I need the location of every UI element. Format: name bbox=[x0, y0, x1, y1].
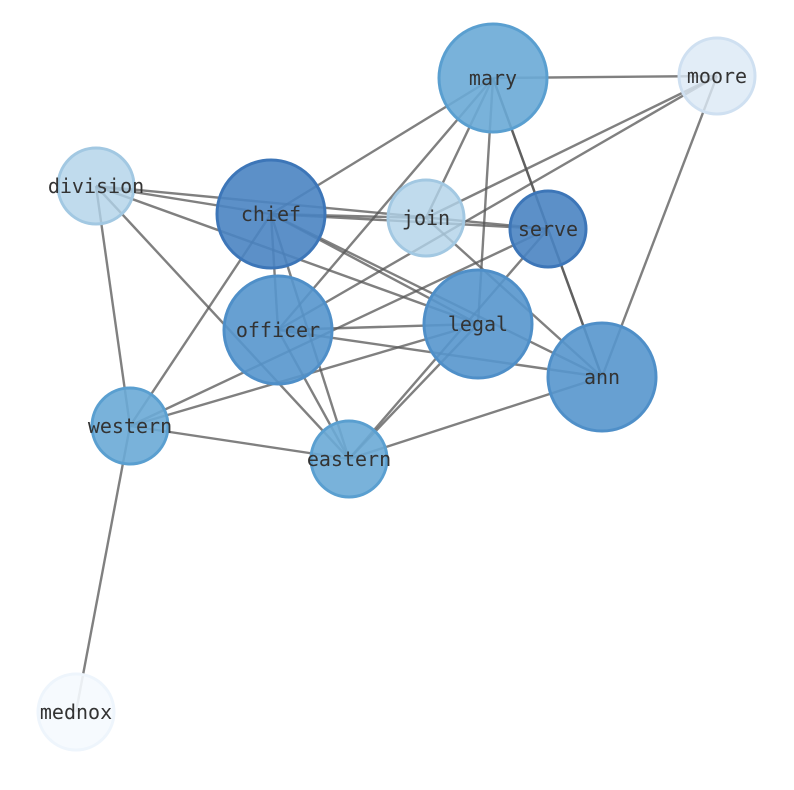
node-join[interactable]: join bbox=[386, 178, 466, 258]
node-legal[interactable]: legal bbox=[422, 268, 534, 380]
node-moore[interactable]: moore bbox=[677, 36, 757, 116]
node-circle-division[interactable] bbox=[56, 146, 136, 226]
node-label-ann: ann bbox=[584, 365, 620, 389]
node-officer[interactable]: officer bbox=[222, 274, 334, 386]
node-western[interactable]: western bbox=[88, 386, 172, 466]
edge-moore-join bbox=[425, 74, 718, 220]
edge-division-eastern bbox=[95, 185, 350, 460]
node-circle-serve[interactable] bbox=[508, 189, 588, 269]
node-circle-western[interactable] bbox=[90, 386, 170, 466]
node-label-serve: serve bbox=[518, 217, 578, 241]
node-label-eastern: eastern bbox=[307, 447, 391, 471]
node-label-western: western bbox=[88, 414, 172, 438]
node-serve[interactable]: serve bbox=[508, 189, 588, 269]
node-label-division: division bbox=[48, 174, 144, 198]
node-circle-mednox[interactable] bbox=[36, 672, 116, 752]
node-division[interactable]: division bbox=[48, 146, 144, 226]
node-chief[interactable]: chief bbox=[215, 158, 327, 270]
nodes-layer: mary moore division chief join serve officer le… bbox=[36, 22, 757, 752]
node-label-officer: officer bbox=[236, 318, 320, 342]
node-circle-ann[interactable] bbox=[546, 321, 658, 433]
node-circle-eastern[interactable] bbox=[309, 419, 389, 499]
node-label-chief: chief bbox=[241, 202, 301, 226]
node-label-moore: moore bbox=[687, 64, 747, 88]
node-circle-mary[interactable] bbox=[437, 22, 549, 134]
node-ann[interactable]: ann bbox=[546, 321, 658, 433]
node-label-join: join bbox=[402, 206, 450, 230]
node-circle-legal[interactable] bbox=[422, 268, 534, 380]
node-label-legal: legal bbox=[448, 312, 508, 336]
node-circle-officer[interactable] bbox=[222, 274, 334, 386]
edge-division-western bbox=[94, 185, 132, 427]
edge-moore-officer bbox=[277, 74, 718, 332]
node-label-mary: mary bbox=[469, 66, 517, 90]
node-circle-join[interactable] bbox=[386, 178, 466, 258]
node-eastern[interactable]: eastern bbox=[307, 419, 391, 499]
node-label-mednox: mednox bbox=[40, 700, 112, 724]
node-mary[interactable]: mary bbox=[437, 22, 549, 134]
edge-western-mednox bbox=[74, 425, 132, 713]
node-circle-chief[interactable] bbox=[215, 158, 327, 270]
node-circle-moore[interactable] bbox=[677, 36, 757, 116]
node-mednox[interactable]: mednox bbox=[36, 672, 116, 752]
